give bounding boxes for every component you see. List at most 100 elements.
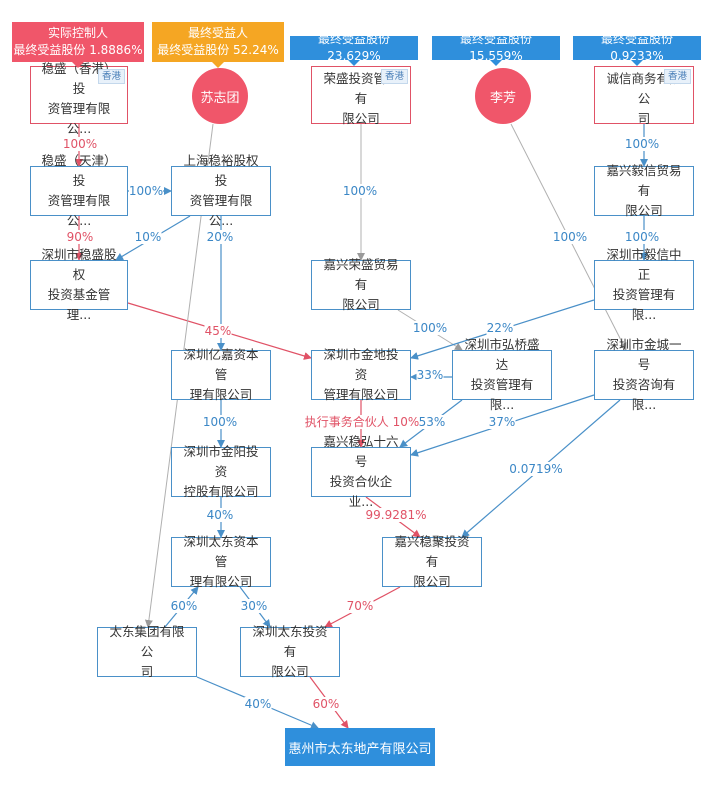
edge-label-bg bbox=[625, 137, 659, 151]
edge-label-bg bbox=[312, 697, 340, 711]
edge-label-bg bbox=[66, 230, 94, 244]
edge-label-bg bbox=[343, 184, 377, 198]
edge-label: 37% bbox=[489, 415, 516, 429]
edge-label: 100% bbox=[203, 415, 237, 429]
company-name: 深圳太东资本管 理有限公司 bbox=[183, 534, 259, 589]
edges-layer: 100% 100% 90% 10% 20% 45% 100% 100% 100% 100% 22% 1… bbox=[63, 123, 659, 729]
company-node[interactable]: 嘉兴荣盛贸易有 限公司 bbox=[311, 257, 411, 312]
edge-label-bg bbox=[346, 599, 374, 613]
company-node[interactable]: 嘉兴稳聚投资有 限公司 bbox=[382, 534, 482, 589]
edge-label: 90% bbox=[67, 230, 94, 244]
region-tag: 香港 bbox=[380, 69, 408, 84]
company-name: 荣盛投资管理有 限公司 bbox=[323, 71, 399, 126]
company-node[interactable]: 深圳市金阳投资 控股有限公司 bbox=[171, 444, 271, 499]
region-tag: 香港 bbox=[663, 69, 691, 84]
company-node[interactable]: 深圳亿嘉资本管 理有限公司 bbox=[171, 347, 271, 402]
edge-label-bg bbox=[206, 230, 234, 244]
edge-label-bg bbox=[488, 415, 516, 429]
company-node[interactable]: 稳盛（香港）投 资管理有限公...香港 bbox=[30, 61, 128, 136]
edge-label: 99.9281% bbox=[365, 508, 426, 522]
edge-label-bg bbox=[553, 230, 587, 244]
beneficiary-banner: 最终受益股份 23.629% bbox=[290, 32, 418, 66]
company-node[interactable]: 嘉兴稳弘十六号 投资合伙企业... bbox=[311, 434, 411, 509]
edge-label-bg bbox=[240, 599, 268, 613]
edge-label: 60% bbox=[171, 599, 198, 613]
edge-label: 100% bbox=[625, 137, 659, 151]
company-name: 深圳市弘桥盛达 投资管理有限... bbox=[464, 337, 540, 412]
company-node[interactable]: 深圳太东投资有 限公司 bbox=[240, 624, 340, 679]
edge-label: 45% bbox=[205, 324, 232, 338]
edge-label-bg bbox=[416, 368, 444, 382]
edge-label-bg bbox=[413, 321, 447, 335]
company-node[interactable]: 太东集团有限公 司 bbox=[97, 624, 197, 679]
target-company-node[interactable]: 惠州市太东地产有限公司 bbox=[285, 728, 435, 766]
edge-label: 60% bbox=[313, 697, 340, 711]
person-node[interactable]: 李芳 bbox=[475, 68, 531, 124]
beneficiary-banner: 最终受益人 最终受益股份 52.24% bbox=[152, 22, 284, 68]
edge-label-bg bbox=[244, 697, 272, 711]
edge-label: 100% bbox=[413, 321, 447, 335]
edge-label-bg bbox=[63, 137, 97, 151]
target-company-name: 惠州市太东地产有限公司 bbox=[288, 741, 432, 757]
edge-label: 执行事务合伙人 10% bbox=[305, 414, 420, 429]
person-name: 苏志团 bbox=[200, 90, 240, 106]
company-node[interactable]: 上海稳裕股权投 资管理有限公... bbox=[171, 153, 271, 228]
edge-label: 33% bbox=[417, 368, 444, 382]
edge-label: 22% bbox=[487, 321, 514, 335]
edge-label: 100% bbox=[625, 230, 659, 244]
person-node[interactable]: 苏志团 bbox=[192, 68, 248, 124]
company-node[interactable]: 深圳市稳盛股权 投资基金管理... bbox=[30, 247, 128, 322]
edge-label-bg bbox=[486, 321, 514, 335]
edge-label: 40% bbox=[207, 508, 234, 522]
region-tag: 香港 bbox=[97, 69, 125, 84]
edge-label: 100% bbox=[343, 184, 377, 198]
company-name: 稳盛（天津）投 资管理有限公... bbox=[41, 153, 117, 228]
company-name: 深圳市金城一号 投资咨询有限... bbox=[606, 337, 682, 412]
company-name: 深圳市稳盛股权 投资基金管理... bbox=[41, 247, 117, 322]
edge-label-bg bbox=[418, 415, 446, 429]
edge-label: 100% bbox=[63, 137, 97, 151]
company-node[interactable]: 嘉兴毅信贸易有 限公司 bbox=[594, 163, 694, 218]
edge-label: 100% bbox=[553, 230, 587, 244]
company-node[interactable]: 稳盛（天津）投 资管理有限公... bbox=[30, 153, 128, 228]
edge-label-bg bbox=[625, 230, 659, 244]
company-node[interactable]: 深圳太东资本管 理有限公司 bbox=[171, 534, 271, 589]
edge-label: 10% bbox=[135, 230, 162, 244]
edge-label-bg bbox=[204, 324, 232, 338]
company-name: 上海稳裕股权投 资管理有限公... bbox=[183, 153, 259, 228]
beneficiary-banner: 最终受益股份 15.559% bbox=[432, 32, 560, 66]
person-name: 李芳 bbox=[489, 90, 516, 106]
edge-label-bg bbox=[365, 508, 427, 522]
edge-label-bg bbox=[203, 415, 237, 429]
edge-label-bg bbox=[134, 230, 162, 244]
company-name: 嘉兴荣盛贸易有 限公司 bbox=[323, 257, 399, 312]
beneficiary-banner: 实际控制人 最终受益股份 1.8886% bbox=[12, 22, 144, 68]
edge-label-bg bbox=[206, 508, 234, 522]
company-name: 嘉兴毅信贸易有 限公司 bbox=[606, 163, 682, 218]
company-name: 嘉兴稳聚投资有 限公司 bbox=[394, 534, 470, 589]
company-name: 诚信商务有限公 司 bbox=[606, 71, 682, 126]
company-node[interactable]: 深圳市弘桥盛达 投资管理有限... bbox=[452, 337, 552, 412]
edge-label-bg bbox=[129, 184, 163, 198]
beneficiary-banner: 最终受益股份 0.9233% bbox=[573, 32, 701, 66]
company-node[interactable]: 荣盛投资管理有 限公司香港 bbox=[311, 66, 411, 126]
edge-label: 100% bbox=[129, 184, 163, 198]
edge-label-bg bbox=[508, 462, 564, 476]
company-name: 深圳市金阳投资 控股有限公司 bbox=[183, 444, 259, 499]
company-node[interactable]: 深圳市金地投资 管理有限公司 bbox=[311, 347, 411, 402]
edge-label: 53% bbox=[419, 415, 446, 429]
company-node[interactable]: 深圳市金城一号 投资咨询有限... bbox=[594, 337, 694, 412]
edge-label: 0.0719% bbox=[509, 462, 562, 476]
company-node[interactable]: 诚信商务有限公 司香港 bbox=[594, 66, 694, 126]
company-name: 深圳市毅信中正 投资管理有限... bbox=[606, 247, 682, 322]
company-node[interactable]: 深圳市毅信中正 投资管理有限... bbox=[594, 247, 694, 322]
company-name: 太东集团有限公 司 bbox=[109, 624, 185, 679]
company-name: 深圳太东投资有 限公司 bbox=[252, 624, 328, 679]
edge-label-bg bbox=[170, 599, 198, 613]
edge-label-bg bbox=[320, 415, 404, 429]
edge-label: 20% bbox=[207, 230, 234, 244]
company-name: 深圳亿嘉资本管 理有限公司 bbox=[183, 347, 259, 402]
edge-label: 40% bbox=[245, 697, 272, 711]
edge-label: 30% bbox=[241, 599, 268, 613]
